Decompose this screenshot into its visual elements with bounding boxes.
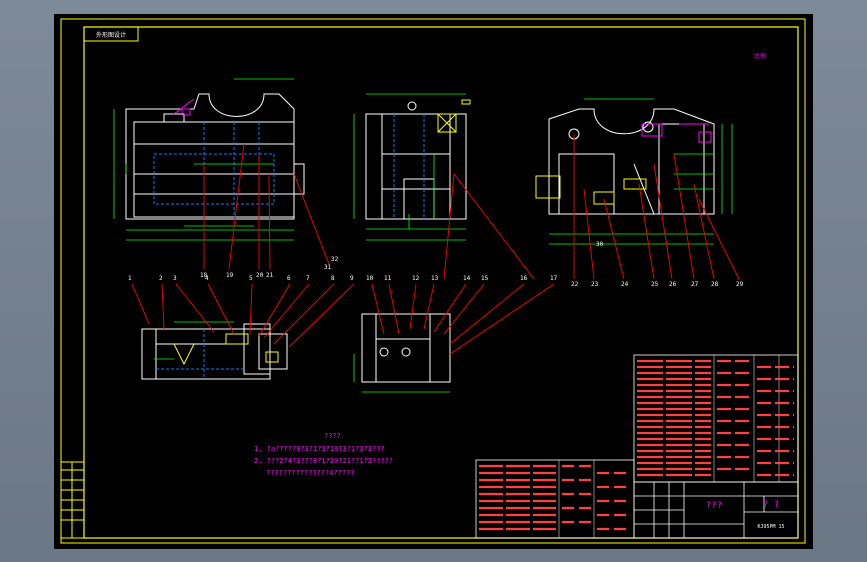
notes-line-1: 1. ?a?????9?3?1?3?19?3?1?3?3??? bbox=[254, 445, 385, 453]
leader-label: 12 bbox=[412, 275, 420, 282]
detail-view-a bbox=[141, 321, 288, 380]
leader-label: 19 bbox=[226, 272, 234, 279]
leader-label: 3 bbox=[173, 275, 177, 282]
drawing-number: KJ95PM 15 bbox=[757, 524, 784, 530]
leader-label: 30 bbox=[596, 241, 604, 248]
leader-lines bbox=[131, 134, 740, 355]
leader-label: 18 bbox=[200, 272, 208, 279]
notes-line-2: 2. ???2?4?3?7?8?1?20?21??1?2????? bbox=[254, 457, 393, 465]
front-view bbox=[113, 78, 305, 241]
inner-border bbox=[83, 26, 799, 539]
leader-label: 6 bbox=[287, 275, 291, 282]
leader-label: 2 bbox=[159, 275, 163, 282]
title-tag: 外形图设计 bbox=[96, 31, 126, 39]
leader-label: 32 bbox=[331, 256, 339, 263]
leader-label: 31 bbox=[324, 264, 332, 271]
cad-drawing: 外形图设计 比例 bbox=[60, 18, 806, 544]
leader-label: 16 bbox=[520, 275, 528, 282]
leader-label: 4 bbox=[205, 275, 209, 282]
leader-label: 26 bbox=[669, 281, 677, 288]
leader-label: 11 bbox=[384, 275, 392, 282]
leader-label: 5 bbox=[249, 275, 253, 282]
leader-label: 21 bbox=[266, 272, 274, 279]
leader-label: 28 bbox=[711, 281, 719, 288]
leader-label: 25 bbox=[651, 281, 659, 288]
leader-label: 15 bbox=[481, 275, 489, 282]
side-view bbox=[353, 93, 471, 241]
leader-numbers: 1 2 3 4 5 6 7 8 9 10 11 12 13 14 15 16 1… bbox=[128, 241, 744, 288]
leader-label: 20 bbox=[256, 272, 264, 279]
leader-label: 13 bbox=[431, 275, 439, 282]
notes-line-3: ???????????????4????? bbox=[266, 469, 355, 477]
leader-label: 1 bbox=[128, 275, 132, 282]
outer-border bbox=[60, 18, 806, 544]
title-block bbox=[633, 481, 799, 539]
revision-boxes bbox=[60, 461, 85, 539]
parts-list-lower bbox=[475, 459, 635, 539]
leader-label: 8 bbox=[331, 275, 335, 282]
title-tag-box bbox=[83, 26, 139, 42]
title-block-part: ? ? bbox=[763, 500, 779, 510]
leader-label: 17 bbox=[550, 275, 558, 282]
leader-label: 7 bbox=[306, 275, 310, 282]
cad-viewport[interactable]: 外形图设计 比例 bbox=[54, 14, 813, 549]
notes-heading: ???? bbox=[324, 432, 341, 440]
detail-view-b bbox=[353, 313, 451, 393]
leader-label: 22 bbox=[571, 281, 579, 288]
leader-label: 29 bbox=[736, 281, 744, 288]
leader-label: 23 bbox=[591, 281, 599, 288]
technical-notes: ???? 1. ?a?????9?3?1?3?19?3?1?3?3??? 2. … bbox=[254, 432, 393, 477]
scale-note: 比例 bbox=[754, 52, 766, 60]
title-block-name: ??? bbox=[706, 501, 722, 511]
leader-label: 24 bbox=[621, 281, 629, 288]
right-view bbox=[535, 98, 733, 245]
parts-list-upper bbox=[633, 354, 799, 483]
leader-label: 27 bbox=[691, 281, 699, 288]
leader-label: 10 bbox=[366, 275, 374, 282]
leader-label: 14 bbox=[463, 275, 471, 282]
leader-label: 9 bbox=[350, 275, 354, 282]
